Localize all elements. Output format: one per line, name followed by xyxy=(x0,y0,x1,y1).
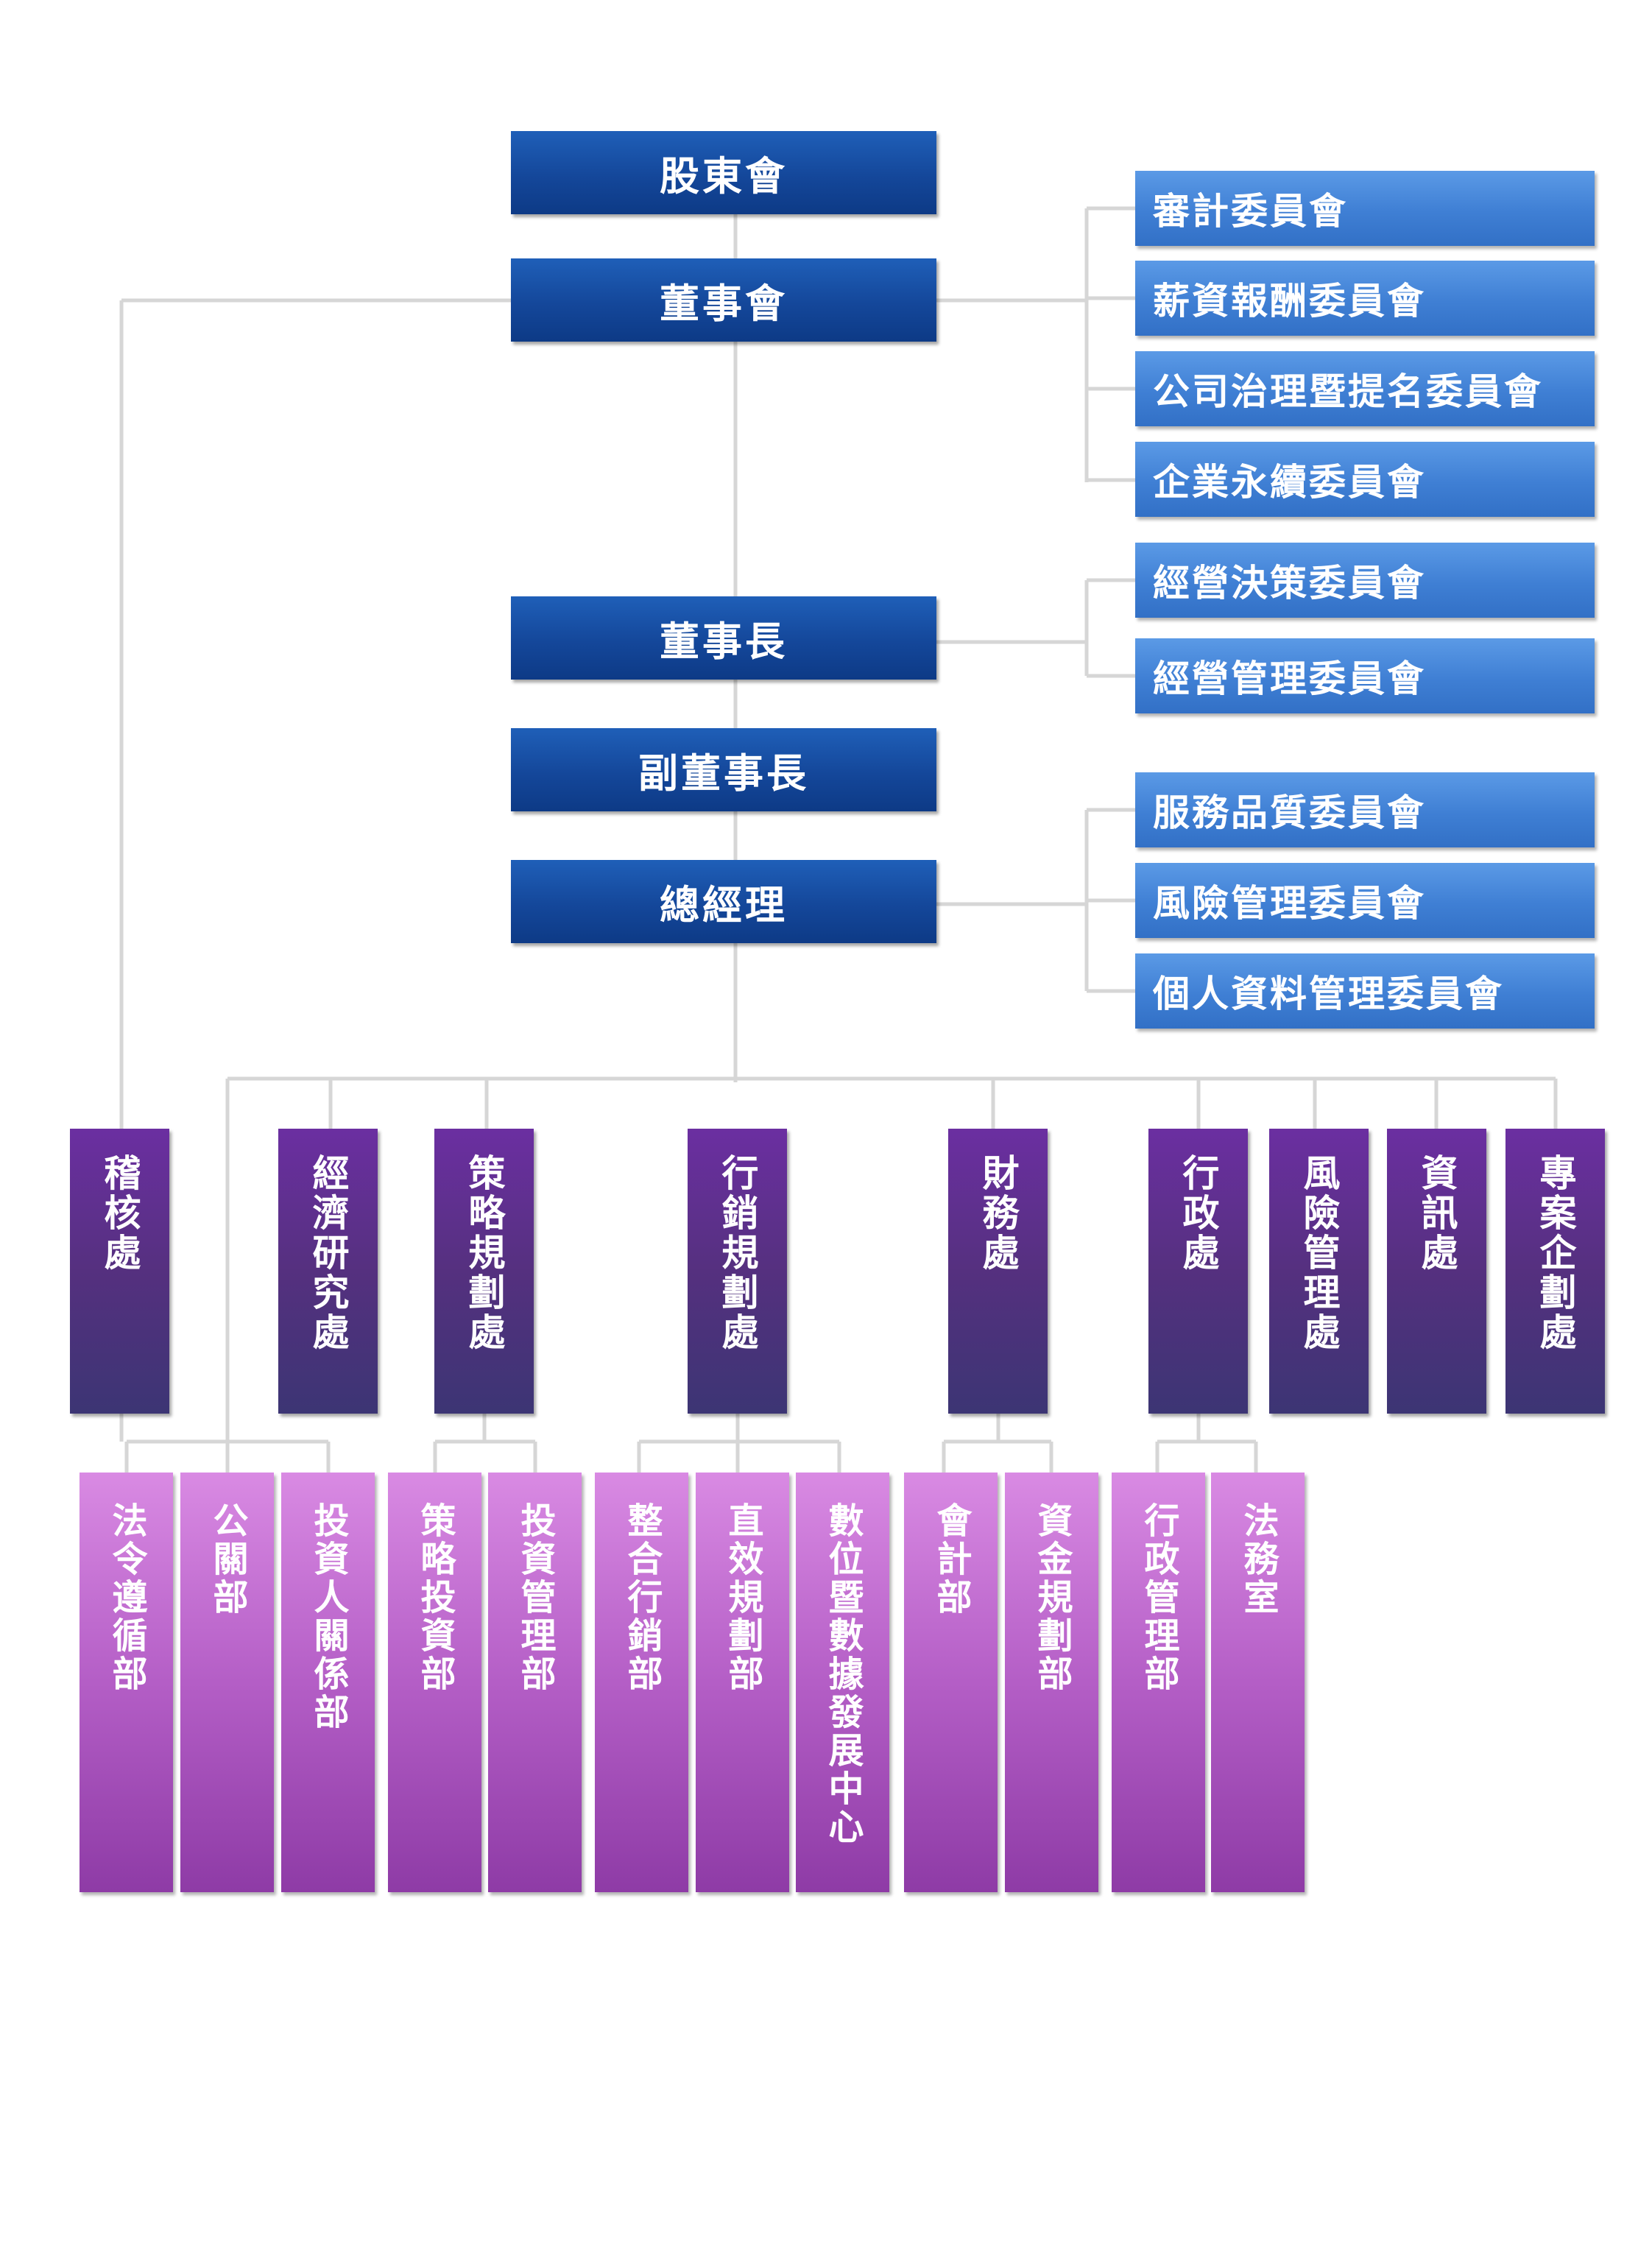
department-label: 投資人關係部 xyxy=(307,1502,349,1732)
department-label: 策略投資部 xyxy=(414,1502,456,1693)
division-label: 行銷規劃處 xyxy=(716,1154,759,1353)
service-quality-committee-box: 服務品質委員會 xyxy=(1135,772,1595,847)
department-label: 投資管理部 xyxy=(514,1502,556,1693)
committee-label: 公司治理暨提名委員會 xyxy=(1153,370,1543,413)
committee-label: 薪資報酬委員會 xyxy=(1153,280,1426,322)
division-label: 資訊處 xyxy=(1415,1154,1458,1273)
division-economic-research: 經濟研究處 xyxy=(278,1129,378,1414)
committee-label: 風險管理委員會 xyxy=(1153,882,1426,925)
shareholders-meeting-box: 股東會 xyxy=(511,131,936,214)
department-label: 直效規劃部 xyxy=(721,1502,763,1693)
committee-label: 企業永續委員會 xyxy=(1153,461,1426,504)
audit-committee-box: 審計委員會 xyxy=(1135,171,1595,246)
president-label: 總經理 xyxy=(660,882,788,928)
division-administration: 行政處 xyxy=(1148,1129,1248,1414)
remuneration-committee-box: 薪資報酬委員會 xyxy=(1135,261,1595,336)
division-risk-management: 風險管理處 xyxy=(1269,1129,1369,1414)
division-marketing-planning: 行銷規劃處 xyxy=(688,1129,787,1414)
division-audit: 稽核處 xyxy=(70,1129,169,1414)
division-label: 經濟研究處 xyxy=(306,1154,350,1353)
division-label: 風險管理處 xyxy=(1297,1154,1341,1353)
department-accounting: 會計部 xyxy=(904,1473,998,1892)
committee-label: 經營決策委員會 xyxy=(1153,562,1426,604)
business-decision-committee-box: 經營決策委員會 xyxy=(1135,543,1595,618)
division-label: 專案企劃處 xyxy=(1533,1154,1577,1353)
department-administration-management: 行政管理部 xyxy=(1112,1473,1205,1892)
department-investor-relations: 投資人關係部 xyxy=(281,1473,375,1892)
department-label: 數位暨數據發展中心 xyxy=(822,1502,864,1847)
risk-management-committee-box: 風險管理委員會 xyxy=(1135,863,1595,938)
department-label: 公關部 xyxy=(206,1502,248,1617)
division-label: 策略規劃處 xyxy=(462,1154,506,1353)
department-label: 法務室 xyxy=(1237,1502,1279,1617)
department-treasury-planning: 資金規劃部 xyxy=(1005,1473,1098,1892)
division-label: 行政處 xyxy=(1176,1154,1220,1273)
governance-nomination-committee-box: 公司治理暨提名委員會 xyxy=(1135,351,1595,426)
vice-chairman-label: 副董事長 xyxy=(638,750,809,797)
department-label: 行政管理部 xyxy=(1137,1502,1179,1693)
committee-label: 經營管理委員會 xyxy=(1153,657,1426,700)
division-label: 稽核處 xyxy=(98,1154,141,1273)
vice-chairman-box: 副董事長 xyxy=(511,728,936,811)
committee-label: 個人資料管理委員會 xyxy=(1153,973,1504,1015)
department-investment-management: 投資管理部 xyxy=(488,1473,582,1892)
division-information: 資訊處 xyxy=(1387,1129,1486,1414)
chairman-label: 董事長 xyxy=(660,618,788,665)
board-of-directors-label: 董事會 xyxy=(660,281,788,327)
sustainability-committee-box: 企業永續委員會 xyxy=(1135,442,1595,517)
department-label: 整合行銷部 xyxy=(621,1502,663,1693)
president-box: 總經理 xyxy=(511,860,936,943)
department-label: 法令遵循部 xyxy=(105,1502,147,1693)
department-legal-compliance: 法令遵循部 xyxy=(80,1473,173,1892)
department-integrated-marketing: 整合行銷部 xyxy=(595,1473,688,1892)
division-strategic-planning: 策略規劃處 xyxy=(434,1129,534,1414)
division-project-planning: 專案企劃處 xyxy=(1505,1129,1605,1414)
personal-data-committee-box: 個人資料管理委員會 xyxy=(1135,953,1595,1029)
department-label: 會計部 xyxy=(930,1502,972,1617)
shareholders-meeting-label: 股東會 xyxy=(660,153,788,200)
board-of-directors-box: 董事會 xyxy=(511,258,936,342)
department-public-relations: 公關部 xyxy=(180,1473,274,1892)
committee-label: 服務品質委員會 xyxy=(1153,791,1426,834)
chairman-box: 董事長 xyxy=(511,596,936,680)
department-label: 資金規劃部 xyxy=(1031,1502,1073,1693)
department-digital-data-center: 數位暨數據發展中心 xyxy=(796,1473,889,1892)
department-strategic-investment: 策略投資部 xyxy=(388,1473,481,1892)
committee-label: 審計委員會 xyxy=(1153,190,1348,233)
division-finance: 財務處 xyxy=(948,1129,1048,1414)
division-label: 財務處 xyxy=(976,1154,1020,1273)
business-management-committee-box: 經營管理委員會 xyxy=(1135,638,1595,713)
department-direct-planning: 直效規劃部 xyxy=(696,1473,789,1892)
department-legal-affairs: 法務室 xyxy=(1211,1473,1305,1892)
